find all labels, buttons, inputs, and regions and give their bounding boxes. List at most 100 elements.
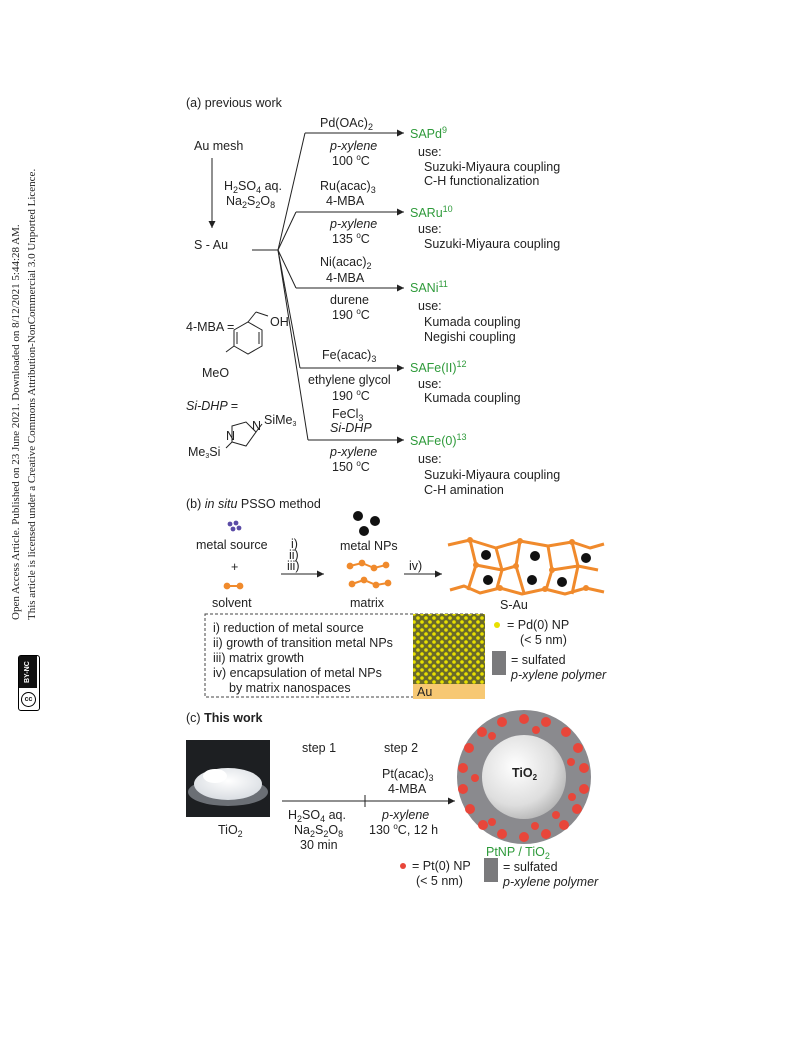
use-2a: Suzuki-Miyaura coupling (424, 237, 560, 251)
pt-np-size: (< 5 nm) (416, 874, 463, 888)
step-iv: iv) (409, 559, 422, 573)
time1-label: 30 min (300, 838, 338, 852)
section-a-title: (a) previous work (186, 96, 283, 110)
au-label: Au (417, 685, 432, 699)
s-au-network (447, 538, 605, 596)
use-3a: Kumada coupling (424, 315, 521, 329)
use-label-1: use: (418, 145, 442, 159)
product-saru: SARu10 (410, 204, 453, 220)
product-safe2: SAFe(II)12 (410, 359, 467, 375)
temp-1: 100 oC (332, 153, 370, 168)
tio2-core-label: TiO2 (512, 766, 538, 782)
polymer-label-c: p-xylene polymer (502, 875, 599, 889)
pd-np-size: (< 5 nm) (520, 633, 567, 647)
na2s2o8-label: Na2S2O8 (226, 194, 275, 210)
pd-np-label: = Pd(0) NP (507, 618, 569, 632)
s-au-product-label: S-Au (500, 598, 528, 612)
sime3-label: SiMe3 (264, 413, 296, 428)
solvent-3: durene (330, 293, 369, 307)
product-sapd: SAPd9 (410, 125, 447, 141)
branch-lines (252, 132, 309, 441)
tio2-powder (194, 768, 262, 800)
use-3b: Negishi coupling (424, 330, 516, 344)
reagent-pdoac2: Pd(OAc)2 (320, 116, 373, 132)
pd-np-swatch (494, 622, 500, 628)
metal-nps-icon (353, 511, 380, 536)
reagent-ruacac3: Ru(acac)3 (320, 179, 376, 195)
pt-nps (458, 714, 589, 842)
step-ii: ii) (289, 548, 299, 562)
use-label-3: use: (418, 299, 442, 313)
temp-5: 150 oC (332, 459, 370, 474)
steps-legend-box (204, 613, 484, 698)
na2s2o8-label-c: Na2S2O8 (294, 823, 343, 839)
legend-step-iv-cont: by matrix nanospaces (229, 681, 351, 695)
metal-source-label: metal source (196, 538, 268, 552)
section-c-title: (c) This work (186, 711, 262, 725)
solvent-5: p-xylene (329, 445, 377, 459)
plus-sign: + (231, 560, 238, 574)
legend-step-iii: iii) matrix growth (213, 651, 304, 665)
polymer-swatch-b (492, 651, 506, 675)
temp-2: 135 oC (332, 231, 370, 246)
tio2-core (482, 735, 566, 819)
solvent-4: ethylene glycol (308, 373, 391, 387)
reagent-niacac2: Ni(acac)2 (320, 255, 372, 271)
step2-label: step 2 (384, 741, 418, 755)
solvent-label: solvent (212, 596, 252, 610)
step1-label: step 1 (302, 741, 336, 755)
cond2-label: 130 oC, 12 h (369, 822, 438, 837)
temp-4: 190 oC (332, 388, 370, 403)
pt-np-swatch (400, 863, 406, 869)
s-au-nodes (467, 537, 589, 592)
use-1a: Suzuki-Miyaura coupling (424, 160, 560, 174)
polymer-swatch-c (484, 858, 498, 882)
cc-by-nc-badge[interactable]: BY-NC cc (18, 655, 40, 711)
step-iii: iii) (287, 559, 300, 573)
use-5a: Suzuki-Miyaura coupling (424, 468, 560, 482)
pt-np-label: = Pt(0) NP (412, 859, 471, 873)
encapsulated-nps (481, 550, 591, 587)
use-label-5: use: (418, 452, 442, 466)
product-safe0: SAFe(0)13 (410, 432, 467, 448)
reagent-fecl3: FeCl3 (332, 407, 363, 423)
temp-3: 190 oC (332, 307, 370, 322)
mba-structure (225, 311, 269, 355)
reagent-feacac3: Fe(acac)3 (322, 348, 376, 364)
matrix-icon (346, 559, 392, 589)
polymer-label-b: p-xylene polymer (510, 668, 607, 682)
sidhp-def-label: Si-DHP = (186, 399, 238, 413)
tio2-powder-highlight (203, 769, 227, 783)
use-5b: C-H amination (424, 483, 504, 497)
use-1b: C-H functionalization (424, 174, 539, 188)
pd-film-image (413, 614, 485, 684)
step-i: i) (291, 537, 298, 551)
legend-step-i: i) reduction of metal source (213, 621, 364, 635)
au-mesh-label: Au mesh (194, 139, 243, 153)
sulfated-label-c: = sulfated (503, 860, 558, 874)
mba-2: 4-MBA (326, 194, 365, 208)
use-label-2: use: (418, 222, 442, 236)
mba-3: 4-MBA (326, 271, 365, 285)
n-label-1: N (252, 419, 261, 433)
h2so4-label-c: H2SO4 aq. (288, 808, 346, 824)
cc-icon: cc (21, 692, 36, 707)
metal-nps-label: metal NPs (340, 539, 398, 553)
tio2-photo-label: TiO2 (218, 823, 243, 839)
h2so4-label: H2SO4 aq. (224, 179, 282, 195)
n-label-2: N (226, 429, 235, 443)
mba-def-label: 4-MBA = (186, 320, 234, 334)
matrix-label: matrix (350, 596, 385, 610)
mba-label-c: 4-MBA (388, 782, 427, 796)
s-au-label: S - Au (194, 238, 228, 252)
solvent-2: p-xylene (329, 217, 377, 231)
sidhp-5: Si-DHP (330, 421, 372, 435)
use-4a: Kumada coupling (424, 391, 521, 405)
oh-label: OH (270, 315, 289, 329)
me3si-label: Me3Si (188, 445, 220, 460)
legend-step-iv: iv) encapsulation of metal NPs (213, 666, 382, 680)
solvent-icon (223, 582, 244, 590)
meo-label: MeO (202, 366, 229, 380)
sidhp-structure (225, 421, 263, 449)
